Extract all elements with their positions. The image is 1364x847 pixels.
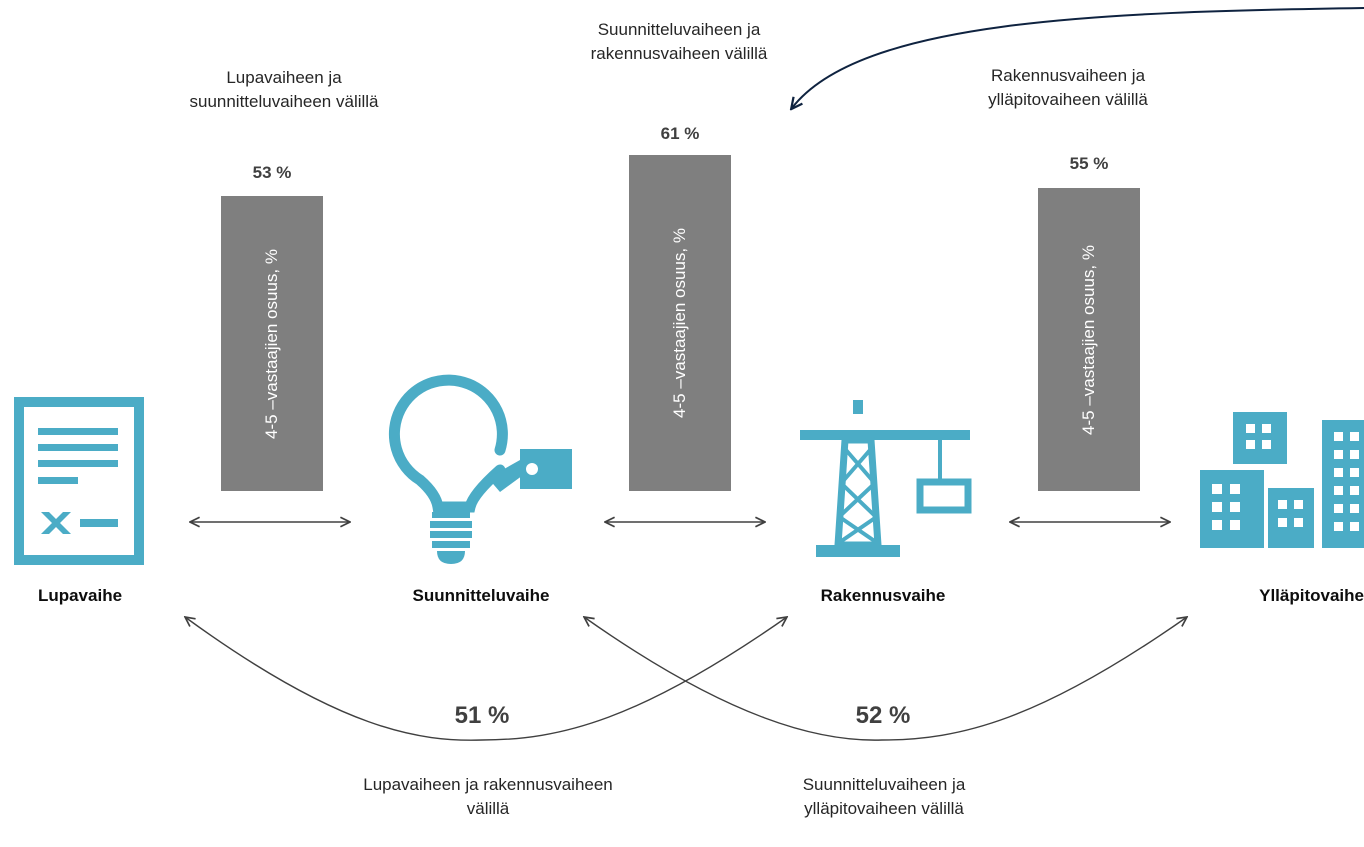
stage-label-rakennusvaihe: Rakennusvaihe [820,586,946,605]
bar-value-label: 61 % [660,124,700,143]
cross-arrow-lupa-rakennus [185,617,787,741]
bar-axis-label: 4-5 –vastaajien osuus, % [670,228,689,418]
feedback-arrow [792,7,1364,108]
bar-caption: Rakennusvaiheen ja ylläpitovaiheen välil… [988,66,1148,109]
crane-icon [800,400,972,557]
buildings-icon [1200,412,1364,548]
stage-label-yllapitovaihe: Ylläpitovaihe [1259,586,1364,605]
bar-axis-label: 4-5 –vastaajien osuus, % [262,248,281,439]
cross-link-value: 52 % [855,702,911,729]
cross-link-value: 51 % [454,702,510,729]
bar: 4-5 –vastaajien osuus, % [221,196,323,491]
stage-label-lupavaihe: Lupavaihe [37,586,123,605]
bar-caption: Suunnitteluvaiheen ja rakennusvaiheen vä… [590,20,768,63]
bar-caption: Lupavaiheen ja suunnitteluvaiheen välill… [189,68,379,111]
bar-value-label: 53 % [252,163,292,182]
bar: 4-5 –vastaajien osuus, % [1038,188,1140,491]
cross-link-caption: Suunnitteluvaiheen ja ylläpitovaiheen vä… [802,775,966,818]
bar: 4-5 –vastaajien osuus, % [629,155,731,491]
stage-label-suunnitteluvaihe: Suunnitteluvaihe [412,586,550,605]
cross-arrow-suunnittelu-yllapito [584,617,1187,741]
document-icon [14,397,144,565]
lightbulb-icon [388,374,572,564]
bar-value-label: 55 % [1069,154,1109,173]
bar-axis-label: 4-5 –vastaajien osuus, % [1079,244,1098,435]
cross-link-caption: Lupavaiheen ja rakennusvaiheen välillä [363,775,613,818]
